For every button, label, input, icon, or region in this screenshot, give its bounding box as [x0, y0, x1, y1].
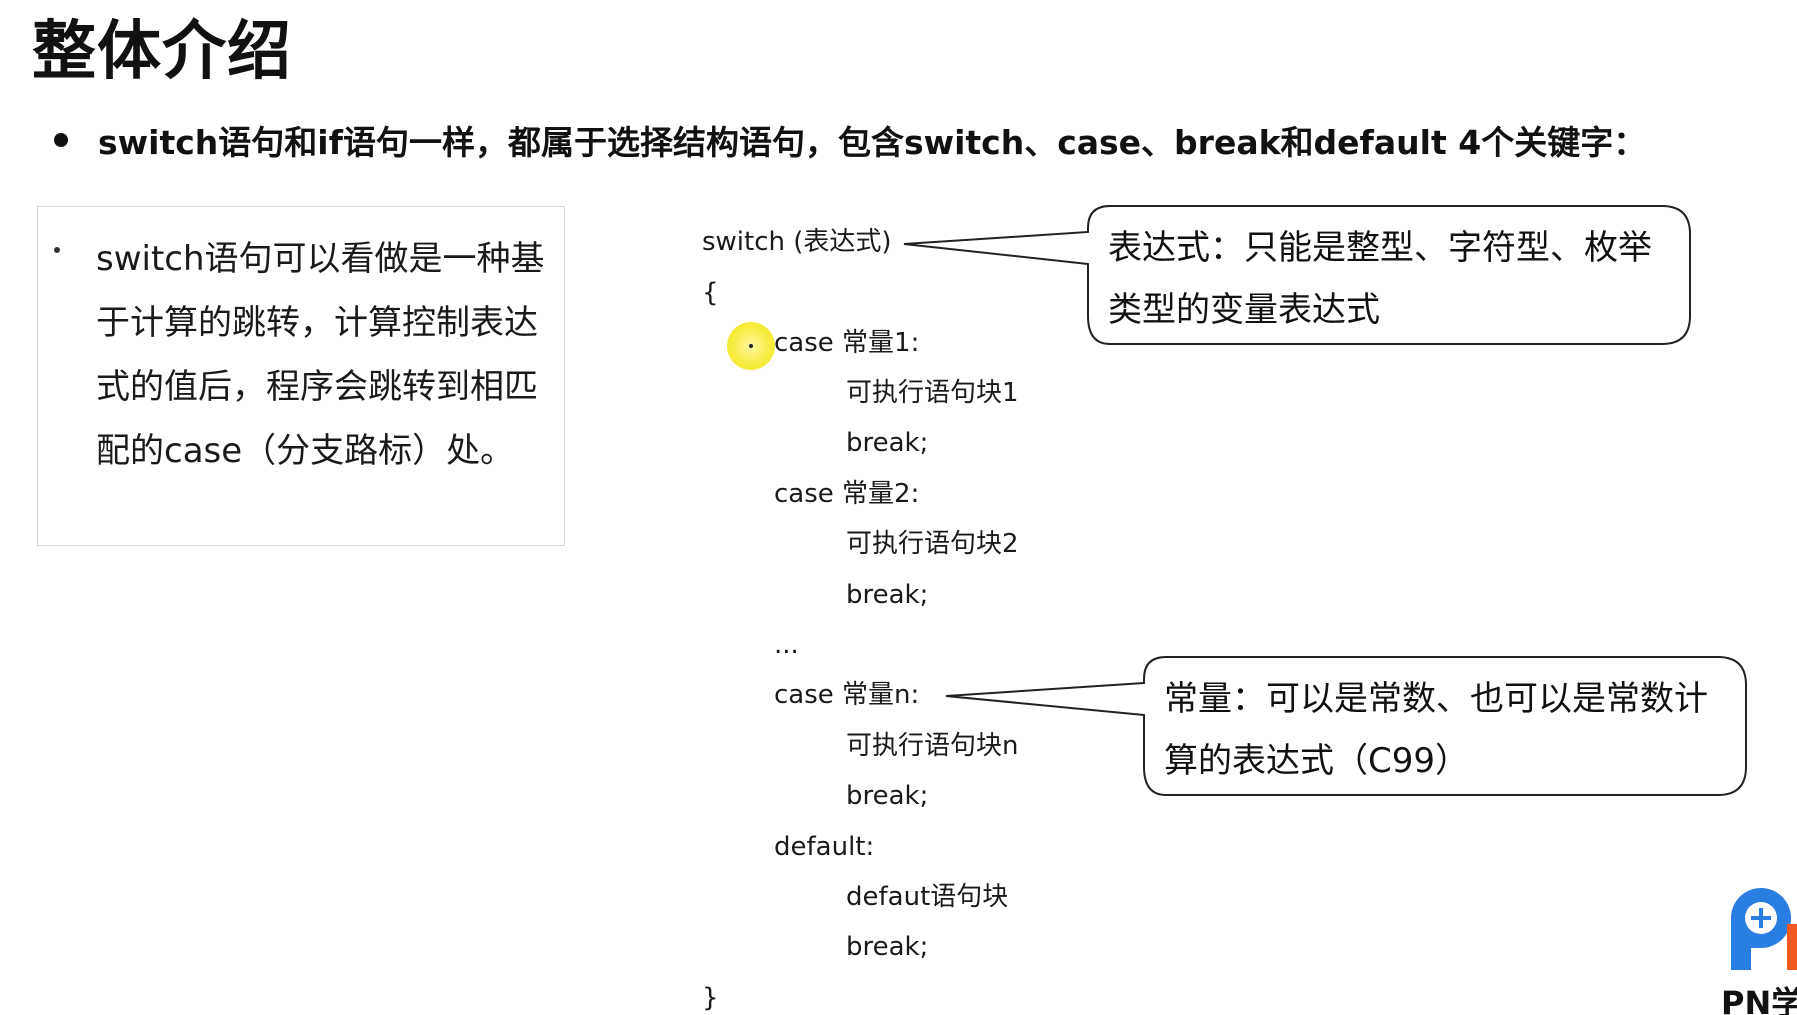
- code-line: case 常量1:: [774, 328, 920, 358]
- callout-constant-bubble: [945, 656, 1747, 796]
- main-bullet-text: switch语句和if语句一样，都属于选择结构语句，包含switch、case、…: [98, 123, 1647, 162]
- code-line: case 常量2:: [774, 479, 920, 509]
- description-box: switch语句可以看做是一种基于计算的跳转，计算控制表达式的值后，程序会跳转到…: [37, 206, 565, 546]
- code-line: 可执行语句块2: [846, 529, 1019, 559]
- code-line: break;: [846, 428, 929, 458]
- code-line: default:: [774, 832, 875, 862]
- bullet-dot-icon: [54, 247, 60, 253]
- main-bullet: switch语句和if语句一样，都属于选择结构语句，包含switch、case、…: [54, 115, 1646, 165]
- cursor-dot: [749, 344, 753, 348]
- code-line: 可执行语句块n: [846, 731, 1019, 761]
- code-line: {: [702, 278, 719, 308]
- callout-expression-bubble: [903, 205, 1691, 345]
- cursor-highlight: [727, 322, 775, 370]
- code-line: }: [702, 983, 719, 1013]
- description-text: switch语句可以看做是一种基于计算的跳转，计算控制表达式的值后，程序会跳转到…: [96, 239, 545, 471]
- code-line: break;: [846, 580, 929, 610]
- logo-icon: [1731, 888, 1797, 970]
- code-line: 可执行语句块1: [846, 378, 1019, 408]
- bullet-dot-icon: [54, 133, 68, 147]
- code-line: break;: [846, 932, 929, 962]
- logo: PN学: [1715, 880, 1797, 1015]
- callout-constant-text: 常量：可以是常数、也可以是常数计算的表达式（C99）: [1164, 679, 1708, 781]
- page-title: 整体介绍: [32, 15, 292, 89]
- code-line: case 常量n:: [774, 680, 920, 710]
- code-line: defaut语句块: [846, 882, 1009, 912]
- callout-expression-text: 表达式：只能是整型、字符型、枚举类型的变量表达式: [1108, 228, 1652, 330]
- logo-text: PN学: [1721, 984, 1797, 1015]
- code-line: break;: [846, 781, 929, 811]
- code-line: switch (表达式): [702, 227, 892, 257]
- code-line: ...: [774, 630, 799, 660]
